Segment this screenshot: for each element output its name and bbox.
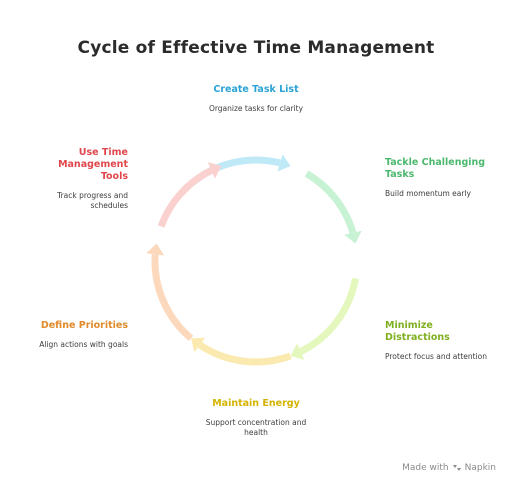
step-tackle-challenging-tasks: Tackle Challenging Tasks Build momentum … [385,157,505,199]
step-description: Track progress and schedules [57,191,128,210]
step-use-time-management-tools: Use Time Management Tools Track progress… [36,147,128,211]
made-with-label: Made with [402,463,449,473]
step-create-task-list: Create Task List Organize tasks for clar… [196,84,316,114]
step-description: Align actions with goals [39,340,128,349]
step-title: Minimize Distractions [385,320,450,343]
step-description: Build momentum early [385,189,471,198]
arc-priorities-arrowhead [146,243,165,256]
napkin-brand-label: Napkin [464,463,496,473]
step-title: Tackle Challenging Tasks [385,157,486,180]
step-title: Use Time Management Tools [58,147,128,182]
step-description: Protect focus and attention [385,352,488,361]
step-title: Create Task List [213,84,299,95]
arc-minimize-shaft [299,277,359,355]
napkin-logo-icon [452,465,461,471]
arc-tools-shaft [157,167,213,228]
arc-create-arrowhead [277,154,291,172]
step-description: Organize tasks for clarity [208,104,304,113]
step-title: Maintain Energy [212,398,300,409]
step-minimize-distractions: Minimize Distractions Protect focus and … [385,320,495,362]
diagram-title: Cycle of Effective Time Management [77,38,435,58]
step-description: Support concentration and health [205,418,307,437]
arc-priorities-shaft [151,254,194,342]
arc-minimize-arrowhead [290,343,305,360]
arc-energy-arrowhead [191,337,206,353]
step-title: Define Priorities [40,320,128,331]
arc-tackle-arrowhead [344,230,362,244]
arc-tackle-shaft [304,170,357,234]
arc-energy-shaft [197,342,292,366]
step-define-priorities: Define Priorities Align actions with goa… [6,320,128,350]
step-maintain-energy: Maintain Energy Support concentration an… [196,398,316,438]
made-with-napkin-badge[interactable]: Made with Napkin [402,463,496,473]
arc-tools-arrowhead [207,162,222,179]
